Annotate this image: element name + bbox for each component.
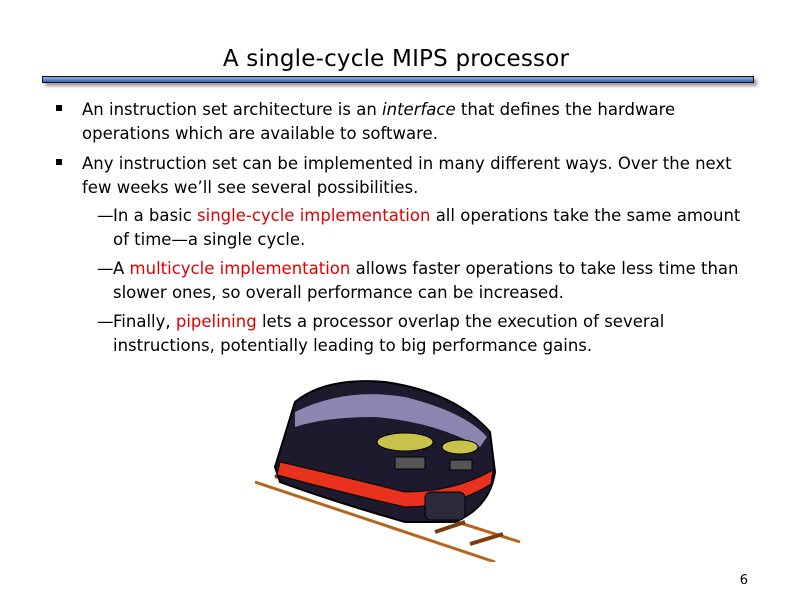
slide-title: A single-cycle MIPS processor xyxy=(222,46,570,72)
bullet-text: An instruction set architecture is an xyxy=(82,100,383,119)
bullet-2: Any instruction set can be implemented i… xyxy=(82,154,732,197)
subbullet-1: In a basic single-cycle implementation a… xyxy=(113,204,753,252)
subbullet-text: A xyxy=(113,259,130,278)
title-underline-bar xyxy=(42,76,754,83)
train-clipart xyxy=(255,380,521,562)
bullet-marker xyxy=(56,105,62,111)
subbullet-text: In a basic xyxy=(113,206,198,225)
subbullet-text: lets a processor overlap the execution o… xyxy=(113,312,665,355)
highlight-text: single-cycle implementation xyxy=(197,206,431,225)
dash-marker: — xyxy=(97,259,114,278)
dash-marker: — xyxy=(97,206,114,225)
subbullet-text: Finally, xyxy=(113,312,176,331)
subbullet-text: all operations take the same amount of t… xyxy=(113,206,741,249)
subbullet-2: A multicycle implementation allows faste… xyxy=(113,257,753,305)
emphasis-text: interface xyxy=(382,100,456,119)
dash-marker: — xyxy=(97,312,114,331)
page-number: 6 xyxy=(739,573,748,588)
bullet-text: that defines the hardware operations whi… xyxy=(82,100,676,143)
highlight-text: multicycle implementation xyxy=(129,259,351,278)
bullet-1: An instruction set architecture is an in… xyxy=(82,98,762,146)
subbullet-3: Finally, pipelining lets a processor ove… xyxy=(113,310,753,358)
subbullet-text: allows faster operations to take less ti… xyxy=(113,259,739,302)
bullet-marker xyxy=(56,159,62,165)
highlight-text: pipelining xyxy=(175,312,257,331)
